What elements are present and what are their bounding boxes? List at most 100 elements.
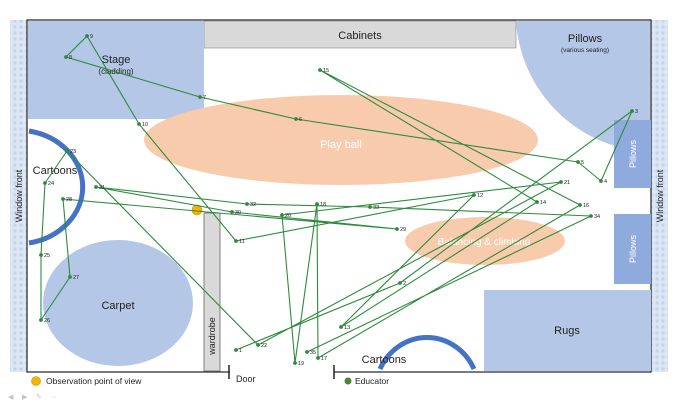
path-point-30 [230, 210, 234, 214]
pillows-top-sublabel: (various seating) [561, 47, 609, 54]
path-point-label-13: 13 [344, 325, 350, 331]
pillows-right-label-2: Pillows [628, 235, 638, 264]
path-point-label-22: 22 [261, 343, 267, 349]
path-point-15 [318, 68, 322, 72]
path-point-19 [293, 361, 297, 365]
toolbar-more-icon[interactable]: ⋯ [50, 393, 57, 401]
window-right-label: Window front [655, 169, 665, 222]
path-point-1 [234, 348, 238, 352]
path-point-label-4: 4 [604, 179, 607, 185]
path-point-14 [535, 200, 539, 204]
path-point-label-14: 14 [540, 200, 546, 206]
path-point-24 [43, 181, 47, 185]
path-point-label-8: 8 [69, 55, 72, 61]
rugs-label: Rugs [554, 325, 580, 337]
path-point-28 [61, 197, 65, 201]
path-point-4 [599, 179, 603, 183]
cartoons-left-label: Cartoons [33, 165, 78, 177]
path-point-9 [85, 34, 89, 38]
pillows-right-zone-1 [614, 120, 651, 188]
door-label: Door [236, 374, 256, 384]
path-point-18 [315, 202, 319, 206]
path-point-label-35: 35 [310, 350, 316, 356]
path-point-23 [65, 149, 69, 153]
pillows-top-label: Pillows [568, 33, 603, 45]
path-point-29 [395, 227, 399, 231]
educator-path: 1234567891011121314151617181920212223242… [39, 34, 638, 367]
path-point-label-30: 30 [235, 210, 241, 216]
play-ball-zone [144, 95, 538, 185]
path-point-8 [64, 55, 68, 59]
window-left-label: Window front [14, 169, 24, 222]
pillows-top-zone [516, 21, 650, 152]
path-point-12 [472, 193, 476, 197]
wardrobe-zone [203, 212, 221, 372]
path-point-2 [398, 281, 402, 285]
path-point-33 [368, 205, 372, 209]
path-point-label-24: 24 [48, 181, 54, 187]
path-point-label-27: 27 [73, 275, 79, 281]
path-point-17 [316, 356, 320, 360]
path-point-5 [576, 160, 580, 164]
path-point-label-2: 2 [403, 281, 406, 287]
path-point-label-34: 34 [594, 214, 600, 220]
path-point-34 [589, 214, 593, 218]
path-point-label-20: 20 [285, 213, 291, 219]
pillows-right-label-1: Pillows [628, 140, 638, 169]
path-point-label-23: 23 [70, 149, 76, 155]
slide-toolbar: ◀ ▶ ✎ ⋯ [8, 393, 57, 401]
path-point-16 [578, 203, 582, 207]
path-point-20 [280, 213, 284, 217]
path-point-label-33: 33 [373, 205, 379, 211]
path-point-label-12: 12 [477, 193, 483, 199]
path-point-label-11: 11 [239, 239, 245, 245]
path-point-label-16: 16 [583, 203, 589, 209]
path-point-label-26: 26 [44, 318, 50, 324]
window-strip-left [10, 20, 27, 372]
path-point-label-19: 19 [298, 361, 304, 367]
path-point-13 [339, 325, 343, 329]
path-point-22 [256, 343, 260, 347]
balancing-label: Balancing & climbing [438, 237, 531, 248]
stage-label: Stage [102, 54, 131, 66]
path-point-21 [559, 180, 563, 184]
path-point-label-3: 3 [635, 109, 638, 115]
cartoons-bottom-arc [377, 335, 477, 371]
wardrobe-label: wardrobe [207, 317, 217, 356]
toolbar-pen-icon[interactable]: ✎ [36, 393, 42, 401]
path-point-35 [305, 350, 309, 354]
path-point-label-25: 25 [44, 253, 50, 259]
carpet-zone [43, 240, 193, 366]
path-point-label-6: 6 [299, 117, 302, 123]
play-ball-label: Play ball [320, 139, 362, 151]
path-point-label-31: 31 [99, 185, 105, 191]
path-point-26 [39, 318, 43, 322]
legend-observation-label: Observation point of view [46, 376, 142, 386]
toolbar-next-icon[interactable]: ▶ [22, 393, 28, 401]
window-strip-right [651, 20, 668, 372]
path-point-27 [68, 275, 72, 279]
cabinets-zone [203, 20, 517, 49]
legend-educator-marker [344, 377, 352, 385]
path-point-label-17: 17 [321, 356, 327, 362]
cartoons-left-arc [28, 128, 86, 246]
cabinets-label: Cabinets [338, 30, 382, 42]
rugs-zone [484, 290, 651, 371]
legend-observation-marker [31, 376, 41, 386]
path-point-6 [294, 117, 298, 121]
path-point-label-15: 15 [323, 68, 329, 74]
path-point-label-7: 7 [203, 95, 206, 101]
carpet-label: Carpet [101, 300, 134, 312]
stage-zone [28, 21, 204, 119]
path-point-label-10: 10 [142, 122, 148, 128]
path-point-32 [245, 202, 249, 206]
balancing-zone [405, 217, 565, 265]
path-point-11 [234, 239, 238, 243]
cartoons-bottom-label: Cartoons [362, 354, 407, 366]
toolbar-prev-icon[interactable]: ◀ [8, 393, 14, 401]
path-point-label-21: 21 [564, 180, 570, 186]
path-point-label-28: 28 [66, 197, 72, 203]
path-point-label-9: 9 [90, 34, 93, 40]
path-point-25 [39, 253, 43, 257]
